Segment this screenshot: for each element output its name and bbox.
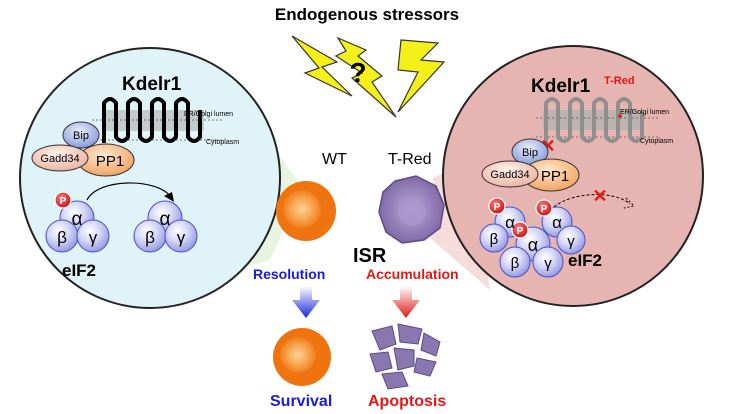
lumen-label: ER/Golgi lumen [184,111,233,118]
svg-text:P: P [494,202,501,213]
svg-text:α: α [552,213,562,232]
kdelr1-label: Kdelr1 [122,74,182,95]
gadd34-label: Gadd34 [40,153,79,165]
lightning-bolt-icon [334,36,397,118]
wt-cell [276,181,336,241]
gadd34-protein [31,144,89,172]
kdelr1-tred-receptor [544,97,644,143]
accumulation-arrow [392,286,420,318]
lightning-bolt-icon [291,35,353,97]
eif2-label: eIF2 [62,261,96,280]
lightning-bolt-icon [397,39,446,113]
question-mark: ? [349,57,366,88]
svg-text:γ: γ [567,233,575,250]
gadd34-protein [481,160,539,188]
mutation-dot [618,114,622,118]
survival-cell [273,328,331,386]
survival-label: Survival [270,393,332,410]
kdelr1-receptor [102,97,202,143]
tred-zoom-panel: Kdelr1 T-Red ER/Golgi lumen Cytoplasm ✕ … [442,45,704,307]
title: Endogenous stressors [275,5,459,24]
svg-text:γ: γ [177,228,186,247]
isr-label: ISR [353,245,387,267]
kdelr1-tred-label: Kdelr1 [531,76,591,97]
eif2-label: eIF2 [568,251,602,270]
blocked-dephosphorylation-arrow [553,194,631,208]
svg-text:β: β [57,228,67,247]
resolution-label: Resolution [253,266,325,282]
svg-text:α: α [505,213,515,232]
tred-superscript: T-Red [604,75,635,87]
svg-text:α: α [528,235,538,255]
bip-label: Bip [522,147,538,159]
svg-text:β: β [490,231,499,248]
eif2-dephosphorylated: α β γ [133,200,198,253]
dephosphorylation-arrow [86,182,171,201]
svg-text:α: α [160,209,171,230]
lightning-bolts: ? [291,35,446,118]
phospho-badge [488,197,506,215]
gadd34-label: Gadd34 [490,169,529,181]
cytoplasm-label: Cytoplasm [206,139,239,146]
apoptosis-label: Apoptosis [368,393,446,410]
apoptotic-cell-fragments [369,323,441,390]
svg-text:α: α [72,209,83,230]
accumulation-label: Accumulation [366,266,459,282]
phospho-badge [511,221,529,239]
bip-protein [62,121,100,149]
bip-label: Bip [73,130,89,142]
pp1-label: PP1 [96,153,124,170]
wt-zoom-panel: Kdelr1 ER/Golgi lumen Cytoplasm Bip PP1 … [19,47,281,309]
pp1-label: PP1 [541,168,569,185]
svg-text:β: β [145,228,155,247]
dephosphorylation-blocked-mark: ✕ [592,186,607,206]
phospho-badge [535,199,553,217]
svg-text:γ: γ [544,255,552,272]
svg-text:P: P [517,226,524,237]
cytoplasm-label: Cytoplasm [640,138,673,145]
lumen-label: ER/Golgi lumen [620,109,669,116]
eif2-phosphorylated: P α β γ [45,191,110,253]
svg-text:β: β [511,255,520,272]
tred-label: T-Red [388,151,432,168]
svg-text:γ: γ [89,228,98,247]
phospho-badge [54,191,72,209]
wt-label: WT [322,151,347,168]
svg-text:P: P [541,204,548,215]
resolution-arrow [292,286,320,318]
eif2-accumulated-cluster: P P P α α α β γ β γ [479,197,586,278]
svg-text:P: P [60,196,67,207]
